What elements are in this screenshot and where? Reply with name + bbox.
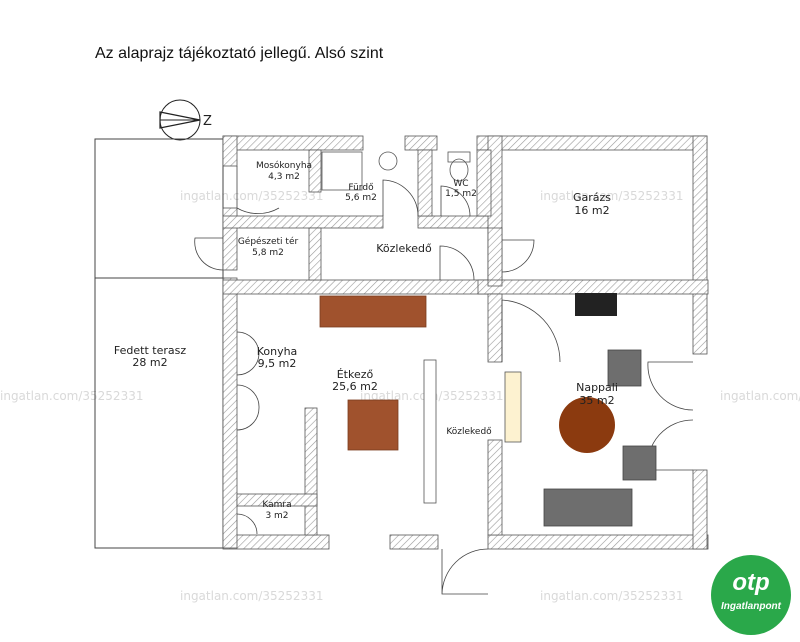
room-name-garazs: Garázs bbox=[573, 191, 611, 204]
watermark-text: ingatlan.com/35252331 bbox=[0, 389, 143, 403]
room-labels: Mosókonyha 4,3 m2 Fürdő 5,6 m2 WC 1,5 m2… bbox=[114, 160, 618, 521]
walls bbox=[222, 135, 709, 550]
plan-title: Az alaprajz tájékoztató jellegű. Alsó sz… bbox=[95, 45, 384, 62]
toilet-icon bbox=[449, 158, 469, 182]
furniture bbox=[319, 293, 657, 527]
armchair-icon bbox=[622, 445, 657, 481]
room-area-nappali: 35 m2 bbox=[579, 394, 614, 407]
watermark-text: ingatlan.com/35252331 bbox=[720, 389, 800, 403]
room-name-furdo: Fürdő bbox=[348, 183, 374, 193]
room-name-gepeszeti: Gépészeti tér bbox=[238, 236, 299, 247]
logo-subtitle: Ingatlanpont bbox=[721, 601, 781, 612]
partitions bbox=[423, 359, 522, 504]
kitchen-counter bbox=[319, 295, 427, 328]
compass-icon: Z bbox=[159, 99, 212, 141]
fireplace-icon bbox=[575, 293, 617, 316]
room-area-gepeszeti: 5,8 m2 bbox=[252, 248, 284, 258]
room-area-terasz: 28 m2 bbox=[132, 356, 167, 369]
room-name-kamra: Kamra bbox=[262, 500, 291, 510]
sofa-icon bbox=[543, 488, 633, 527]
watermark-text: ingatlan.com/35252331 bbox=[180, 589, 323, 603]
room-name-wc: WC bbox=[453, 179, 468, 189]
room-name-nappali: Nappali bbox=[576, 381, 618, 394]
room-name-moso: Mosókonyha bbox=[256, 160, 312, 171]
sink-icon bbox=[378, 151, 398, 171]
watermark-text: ingatlan.com/35252331 bbox=[180, 189, 323, 203]
armchair-icon bbox=[607, 349, 642, 387]
room-name-kozlekedo-1: Közlekedő bbox=[376, 242, 432, 255]
compass-label: Z bbox=[203, 114, 212, 129]
room-area-wc: 1,5 m2 bbox=[445, 189, 477, 199]
watermarks: ingatlan.com/35252331 ingatlan.com/35252… bbox=[0, 189, 800, 603]
room-name-etkezo: Étkező bbox=[337, 368, 374, 381]
room-area-etkezo: 25,6 m2 bbox=[332, 380, 378, 393]
room-area-konyha: 9,5 m2 bbox=[258, 357, 297, 370]
room-area-moso: 4,3 m2 bbox=[268, 172, 300, 182]
logo-brand: otp bbox=[732, 569, 770, 596]
room-area-kamra: 3 m2 bbox=[265, 511, 288, 521]
room-name-konyha: Konyha bbox=[257, 345, 298, 358]
watermark-text: ingatlan.com/35252331 bbox=[540, 589, 683, 603]
room-name-terasz: Fedett terasz bbox=[114, 344, 186, 357]
toilet-tank-icon bbox=[447, 151, 471, 163]
room-area-garazs: 16 m2 bbox=[574, 204, 609, 217]
room-name-kozlekedo-2: Közlekedő bbox=[446, 427, 492, 437]
dining-table bbox=[347, 399, 399, 451]
otp-logo: otp Ingatlanpont bbox=[711, 555, 791, 635]
bathtub-icon bbox=[321, 151, 363, 191]
room-area-furdo: 5,6 m2 bbox=[345, 193, 377, 203]
watermark-text: ingatlan.com/35252331 bbox=[540, 189, 683, 203]
coffee-table bbox=[559, 397, 615, 453]
bathroom-fixtures bbox=[321, 151, 471, 191]
